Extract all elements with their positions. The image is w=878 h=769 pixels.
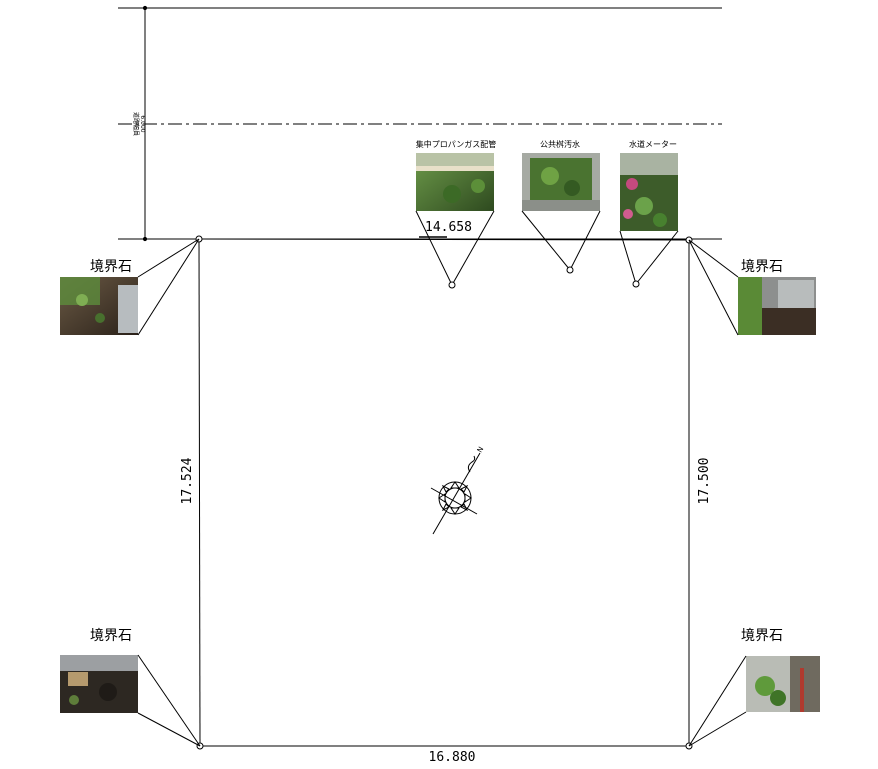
utility-drain-photo[interactable] xyxy=(522,153,600,211)
utility-water-group: 水道メーター xyxy=(619,139,679,288)
utility-drain-label: 公共桝汚水 xyxy=(540,139,580,149)
lot-edge-left xyxy=(198,238,201,747)
utility-gas-group: 集中プロパンガス配管 xyxy=(415,139,496,289)
boundary-photo-top-right[interactable] xyxy=(738,277,816,335)
compass-icon xyxy=(430,452,481,535)
boundary-photo-bottom-right[interactable] xyxy=(746,656,820,712)
utility-water-photo[interactable] xyxy=(620,153,678,231)
dimension-left: 17.524 xyxy=(180,457,195,504)
boundary-photo-top-left-group: 境界石 xyxy=(60,238,200,336)
boundary-photo-top-right-group: 境界石 xyxy=(688,239,816,336)
boundary-label-bottom-left: 境界石 xyxy=(90,628,132,644)
dimension-bottom: 16.880 xyxy=(429,750,476,765)
boundary-label-bottom-right: 境界石 xyxy=(741,628,783,644)
boundary-photo-bottom-right-group: 境界石 xyxy=(688,628,820,747)
dimension-top: 14.658 xyxy=(425,220,472,235)
road-dim-tick-top xyxy=(142,5,148,11)
utility-gas-point xyxy=(448,281,456,289)
boundary-photo-bottom-left-group: 境界石 xyxy=(60,628,201,747)
utility-gas-label: 集中プロパンガス配管 xyxy=(416,139,496,149)
utility-drain-point xyxy=(566,266,574,274)
boundary-label-top-right: 境界石 xyxy=(741,259,783,275)
boundary-photo-top-left[interactable] xyxy=(60,277,138,335)
boundary-label-top-left: 境界石 xyxy=(90,259,132,275)
compass-north-label: N xyxy=(476,445,486,454)
utility-gas-photo[interactable] xyxy=(416,153,494,211)
lot-boundary xyxy=(195,235,693,750)
road-type-label: 道路幅員 xyxy=(132,112,140,136)
road-width-label: 6.000 xyxy=(139,115,146,132)
utility-drain-group: 公共桝汚水 xyxy=(521,139,601,274)
boundary-photo-bottom-left[interactable] xyxy=(60,655,138,713)
lot-edge-top xyxy=(198,238,690,241)
utility-water-point xyxy=(632,280,640,288)
dimension-right: 17.500 xyxy=(697,458,712,505)
road-dim-tick-bottom xyxy=(142,236,148,242)
utility-water-label: 水道メーター xyxy=(629,139,677,149)
